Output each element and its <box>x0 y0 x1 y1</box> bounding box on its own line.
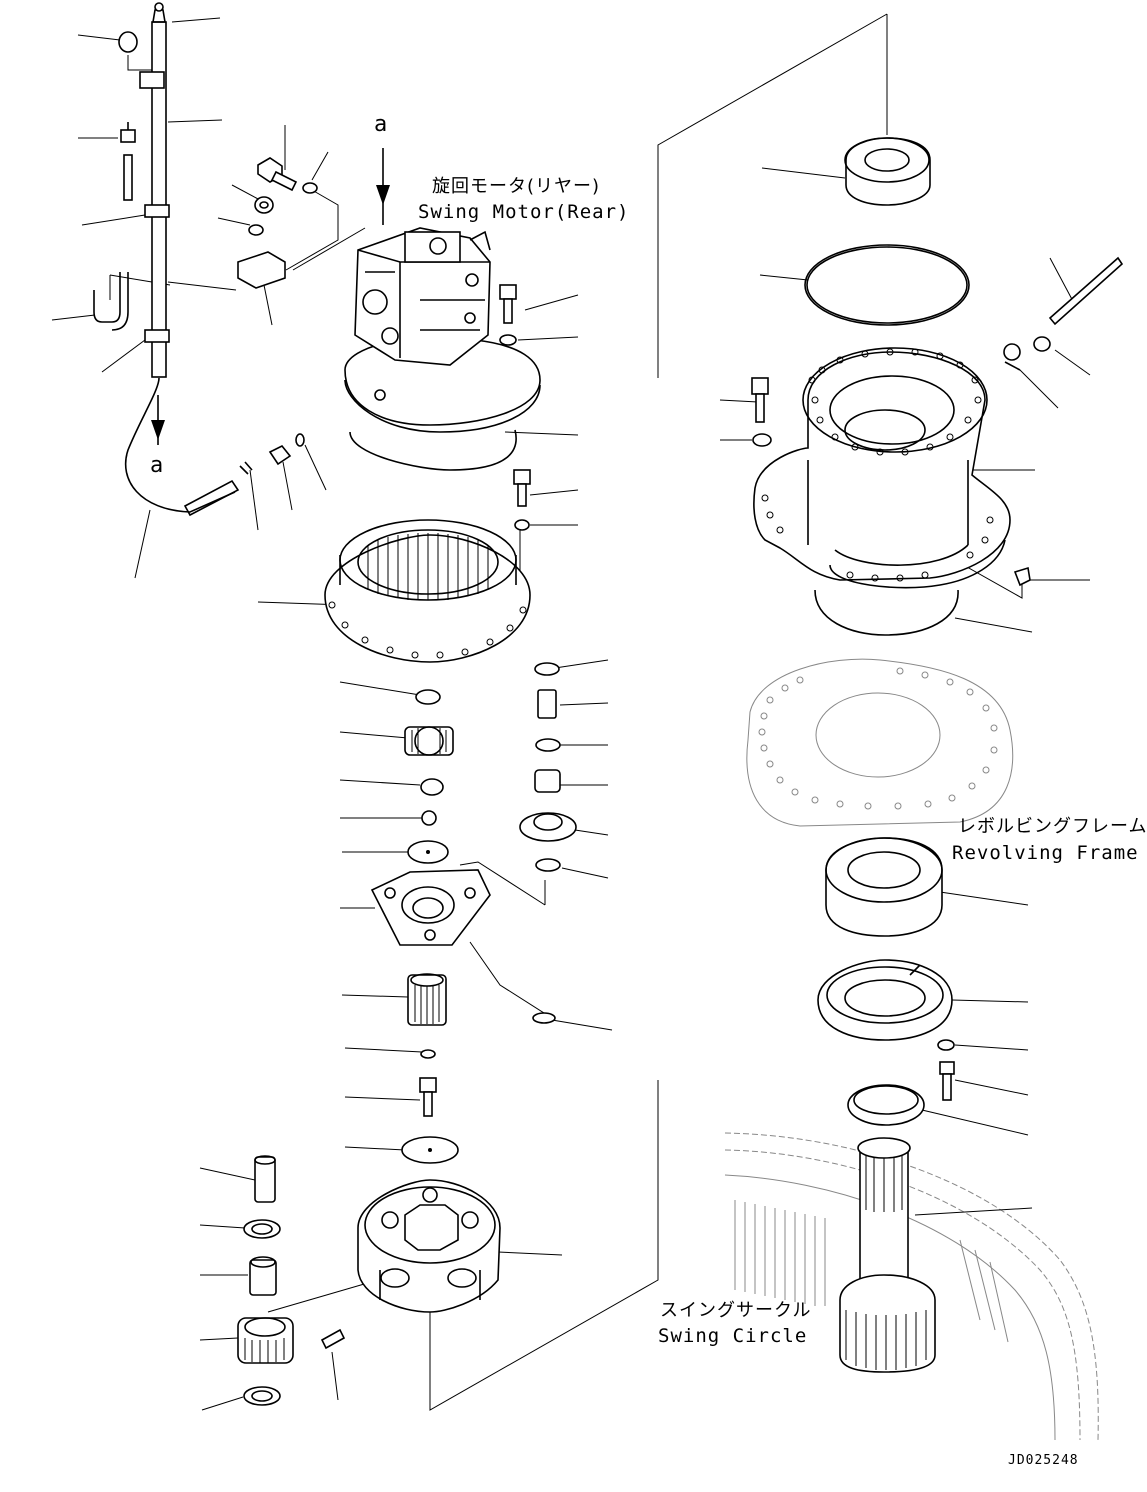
bolt-and-washer-set <box>237 157 318 289</box>
swing-circle-label-jp: スイングサークル <box>660 1300 812 1321</box>
ref-mark-a-top: a <box>374 112 389 137</box>
cover-bolt-and-washer <box>937 1039 955 1101</box>
planetary-stage-2 <box>519 662 577 1024</box>
flange-bolts <box>751 377 1031 587</box>
bearing-cover <box>817 959 953 1041</box>
upper-bearing <box>844 137 931 206</box>
motor-bolts <box>239 284 531 531</box>
swing-circle-label-en: Swing Circle <box>658 1325 808 1347</box>
revolving-frame-label-en: Revolving Frame <box>952 842 1139 864</box>
revolving-frame-label-jp: レボルビングフレーム <box>958 816 1147 837</box>
seal-ring <box>847 1084 925 1126</box>
ref-arrow-top <box>376 148 390 225</box>
o-ring-lower <box>814 589 959 636</box>
drain-pipe-parts <box>1003 256 1124 371</box>
pinion-shaft <box>839 1137 936 1373</box>
swing-motor <box>344 227 541 471</box>
planet-carrier <box>357 1179 501 1313</box>
planet-gear-parts <box>237 1155 346 1406</box>
motor-housing-flange <box>753 347 1011 589</box>
revolving-frame-outline <box>746 658 1014 827</box>
ref-mark-a-bottom: a <box>150 453 165 478</box>
level-gauge-pipe <box>93 2 240 517</box>
lower-bearing <box>825 837 943 937</box>
planetary-stage-1 <box>370 689 491 1164</box>
leader-lines <box>51 17 1091 1411</box>
ring-gear-housing <box>324 519 531 663</box>
o-ring-large <box>804 244 970 326</box>
drawing-code: JD025248 <box>1008 1453 1079 1468</box>
swing-circle-outline <box>724 1132 1099 1441</box>
swing-motor-label-en: Swing Motor(Rear) <box>418 201 630 223</box>
swing-motor-label-jp: 旋回モータ(リヤー) <box>432 176 601 197</box>
ref-arrow-bottom <box>151 395 165 445</box>
